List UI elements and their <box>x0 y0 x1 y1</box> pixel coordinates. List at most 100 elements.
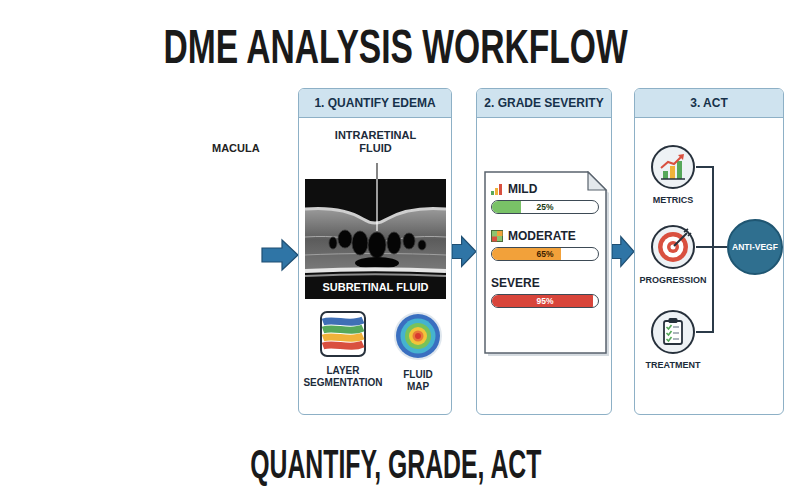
oct-image <box>305 159 446 299</box>
shape-rect <box>497 231 503 236</box>
sclera <box>43 137 279 373</box>
shape-rect <box>677 161 682 179</box>
panel-ground <box>634 88 784 415</box>
shape-path <box>588 172 606 190</box>
magnifier-handle <box>213 254 226 269</box>
shape-path <box>130 282 250 316</box>
shape-circle <box>413 331 424 342</box>
shape-ellipse <box>403 233 415 249</box>
bracket-connector <box>696 247 727 332</box>
shape-ellipse <box>368 232 386 258</box>
action-icon: PROGRESSION <box>637 224 709 286</box>
bracket-connector <box>696 167 727 247</box>
lens <box>68 223 90 287</box>
macula-spot <box>198 238 208 248</box>
shape-line <box>376 179 377 231</box>
caption-band: QUANTIFY, GRADE, ACT <box>0 444 791 484</box>
shape-path <box>323 336 363 338</box>
shape-line <box>674 233 687 246</box>
treatment-circle: ANTI-VEGF <box>727 219 783 275</box>
flow-arrow <box>612 237 634 267</box>
shape-path <box>667 325 672 329</box>
shape-line <box>673 326 679 327</box>
severity-bar: MILD25% <box>491 182 599 214</box>
severity-percent: 95% <box>492 295 598 307</box>
shape-ellipse <box>338 230 352 248</box>
shape-path <box>120 262 248 278</box>
magnifier-lens <box>188 228 218 258</box>
anterior-chamber <box>48 205 76 305</box>
shape-path <box>684 229 691 236</box>
diagram-title: DME ANALYSIS WORKFLOW <box>163 23 627 71</box>
shape-polyline <box>661 156 682 168</box>
optic-nerve <box>252 262 302 308</box>
shape-circle <box>401 319 436 354</box>
choroid <box>50 144 272 366</box>
circle-label: ANTI-VEGF <box>732 242 778 252</box>
severity-bar: MODERATE 65% <box>491 229 599 261</box>
shape-ellipse <box>352 231 368 255</box>
shape-path <box>323 320 363 322</box>
workflow-panel: 2. GRADE SEVERITYMILD25%MODERATE65%SEVER… <box>476 88 612 415</box>
iris <box>67 278 72 304</box>
workflow-panel: 3. ACTMETRICSPROGRESSIONTREATMENTANTI-VE… <box>634 88 784 415</box>
icon-graphic <box>650 224 696 270</box>
mini-icon <box>491 230 504 242</box>
flow-arrow <box>452 237 476 267</box>
shape-rect <box>664 321 682 344</box>
shape-path <box>305 270 446 272</box>
shape-rect <box>663 171 668 179</box>
shape-ellipse <box>355 257 399 269</box>
cornea <box>34 200 58 310</box>
fluid-label: INTRARETINAL FLUID <box>330 129 422 154</box>
shape-path <box>323 344 363 346</box>
icon-label: PROGRESSION <box>639 275 706 286</box>
icon-label: TREATMENT <box>646 360 701 371</box>
shape-circle <box>652 226 694 268</box>
shape-rect <box>305 179 446 299</box>
eye-region: MACULA <box>22 120 262 390</box>
fluid-label: SUBRETINAL FLUID <box>322 281 428 294</box>
severity-bar: SEVERE95% <box>491 276 599 308</box>
workflow-panel: 1. QUANTIFY EDEMAINTRARETINAL FLUIDSUBRE… <box>298 88 452 415</box>
part-label: MACULA <box>212 142 260 155</box>
optic-disc <box>244 266 260 290</box>
retina <box>56 150 266 360</box>
shape-path <box>323 328 363 330</box>
segmentation-icon: LAYER SEGMENTATION <box>301 311 385 388</box>
shape-path <box>120 185 250 274</box>
action-icon: METRICS <box>637 144 709 206</box>
shape-circle <box>409 327 427 345</box>
severity-percent: 65% <box>492 248 598 260</box>
leader-line <box>211 160 232 229</box>
icon-graphic <box>650 309 696 355</box>
oct-scan: INTRARETINAL FLUID SUBRETINAL FLUID <box>305 129 446 301</box>
shape-path <box>140 212 190 230</box>
panel-grounds <box>298 88 784 415</box>
action-icon: TREATMENT <box>637 309 709 371</box>
eye-illustration <box>34 137 303 373</box>
shape-path <box>150 285 250 350</box>
icon-label: FLUID MAP <box>396 369 440 392</box>
shape-circle <box>658 232 688 262</box>
icon-graphic <box>320 311 366 357</box>
shape-rect <box>670 166 675 179</box>
shape-circle <box>415 333 421 339</box>
diagram-caption: QUANTIFY, GRADE, ACT <box>250 444 541 484</box>
icon-graphic <box>393 311 443 361</box>
shape-rect <box>321 312 365 356</box>
bar-label-row: MODERATE <box>491 229 599 243</box>
shape-circle <box>652 311 694 353</box>
severity-fill <box>492 201 521 213</box>
panel-ground <box>476 88 612 415</box>
severity-track: 25% <box>491 200 599 214</box>
title-band: DME ANALYSIS WORKFLOW <box>0 23 791 71</box>
shape-rect <box>491 191 494 195</box>
shape-path <box>667 337 672 341</box>
retinal-vessels <box>120 185 250 350</box>
shape-circle <box>405 323 431 349</box>
mini-icon <box>491 183 504 195</box>
shape-rect <box>492 231 503 242</box>
shape-rect <box>492 237 497 242</box>
